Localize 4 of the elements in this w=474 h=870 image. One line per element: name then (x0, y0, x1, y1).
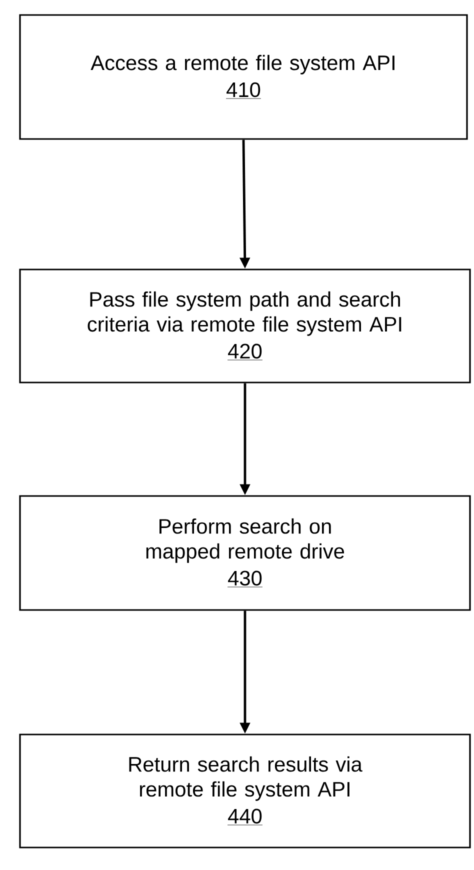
process-box: Pass file system path and search criteria via remote file system API 420 (19, 268, 471, 384)
process-box: Access a remote file system API 410 (19, 14, 468, 140)
process-box: Perform search on mapped remote drive 430 (19, 495, 471, 611)
process-box: Return search results via remote file system API 440 (19, 734, 471, 848)
